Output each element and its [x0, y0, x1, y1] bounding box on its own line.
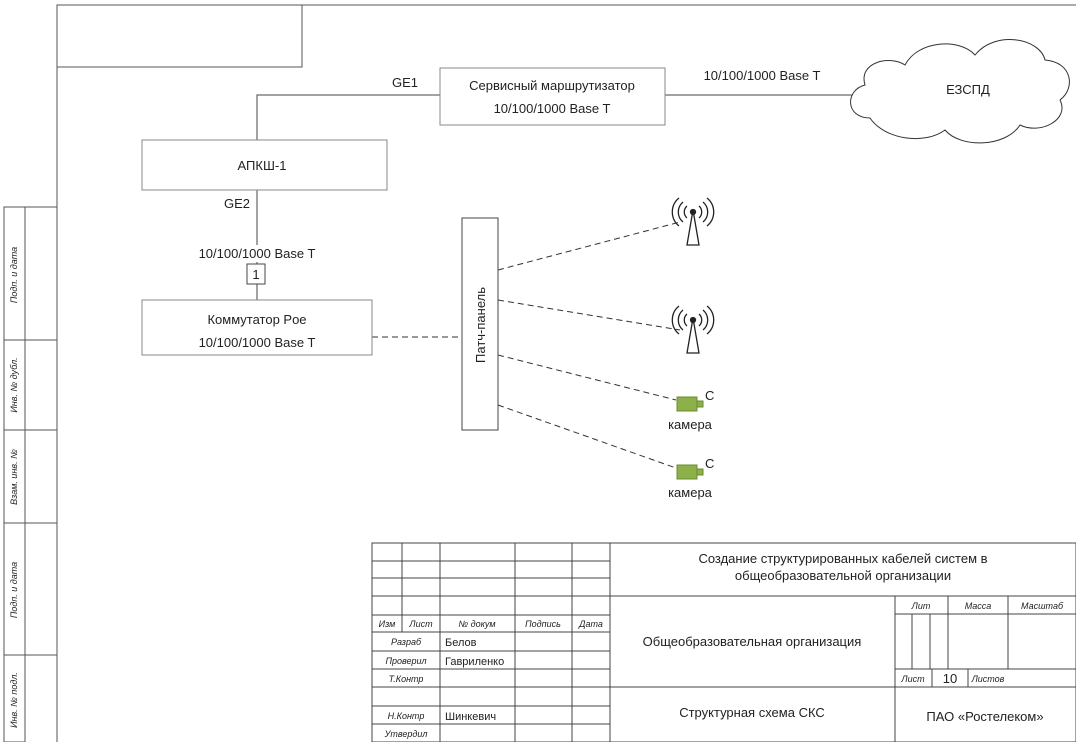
name-norm-control: Шинкевич — [445, 711, 496, 723]
camera-label: камера — [668, 485, 713, 500]
role-checker: Проверил — [385, 656, 426, 666]
ezspd-cloud: ЕЗСПД — [850, 39, 1070, 144]
role-developer: Разраб — [391, 637, 422, 647]
sheet-number: 10 — [943, 671, 957, 686]
camera-mark: C — [705, 456, 714, 471]
wifi-antenna-icon — [671, 305, 715, 354]
header-doc-number: № докум — [458, 619, 495, 629]
wifi-antenna-icon — [671, 197, 715, 246]
ge1-label: GE1 — [392, 75, 418, 90]
organization-name: Общеобразовательная организация — [643, 634, 862, 649]
service-router-box: Сервисный маршрутизатор 10/100/1000 Base… — [439, 67, 666, 126]
header-sheet: Лист — [408, 619, 433, 629]
stage-header-mass: Масса — [965, 601, 992, 611]
title-block-grid — [371, 542, 1076, 742]
sidebar-label-orig-inv: Инв. № подл. — [9, 672, 19, 728]
patch-panel-label: Патч-панель — [473, 287, 488, 363]
camera-icon: C камера — [668, 456, 714, 500]
project-title: Создание структурированных кабелей систе… — [698, 551, 987, 566]
name-developer: Белов — [445, 637, 477, 649]
solid-links — [256, 94, 858, 300]
project-title-line2: общеобразовательной организации — [735, 568, 951, 583]
apksh-label: АПКШ-1 — [238, 158, 287, 173]
role-approver: Утвердил — [384, 729, 428, 739]
link-number-badge: 1 — [246, 263, 266, 285]
sidebar-label-replace-inv: Взам. инв. № — [9, 449, 19, 505]
role-tech-control: Т.Контр — [389, 674, 424, 684]
link-number: 1 — [252, 267, 259, 282]
left-stamp-column — [3, 206, 57, 742]
header-change: Изм — [379, 619, 396, 629]
camera-mark: C — [705, 388, 714, 403]
stage-header-lit: Лит — [911, 601, 931, 611]
sheets-label: Листов — [971, 674, 1005, 684]
switch-speed: 10/100/1000 Base T — [199, 335, 316, 350]
camera-icon: C камера — [668, 388, 714, 432]
switch-label: Коммутатор Poe — [207, 312, 306, 327]
drawing-title: Структурная схема СКС — [679, 705, 825, 720]
apksh-speed-label: 10/100/1000 Base T — [199, 246, 316, 261]
name-checker: Гавриленко — [445, 656, 504, 668]
router-label: Сервисный маршрутизатор — [469, 78, 635, 93]
camera-label: камера — [668, 417, 713, 432]
sidebar-label-sign-date-2: Подп. и дата — [9, 562, 19, 618]
sidebar-label-dup-inv: Инв. № дубл. — [9, 357, 19, 412]
company-name: ПАО «Ростелеком» — [926, 709, 1043, 724]
uplink-speed-label: 10/100/1000 Base T — [704, 68, 821, 83]
dashed-links — [372, 221, 681, 469]
sheet-label: Лист — [900, 674, 925, 684]
role-norm-control: Н.Контр — [388, 711, 425, 721]
cloud-label: ЕЗСПД — [946, 82, 990, 97]
poe-switch-box: Коммутатор Poe 10/100/1000 Base T — [141, 299, 373, 356]
ge2-label: GE2 — [224, 196, 250, 211]
apksh-box: АПКШ-1 — [141, 139, 388, 191]
router-speed: 10/100/1000 Base T — [494, 101, 611, 116]
drawing-frame — [56, 4, 1076, 742]
header-signature: Подпись — [525, 619, 561, 629]
stage-header-scale: Масштаб — [1021, 601, 1064, 611]
patch-panel: Патч-панель — [461, 217, 499, 431]
header-date: Дата — [578, 619, 603, 629]
sidebar-label-sign-date-1: Подп. и дата — [9, 247, 19, 303]
